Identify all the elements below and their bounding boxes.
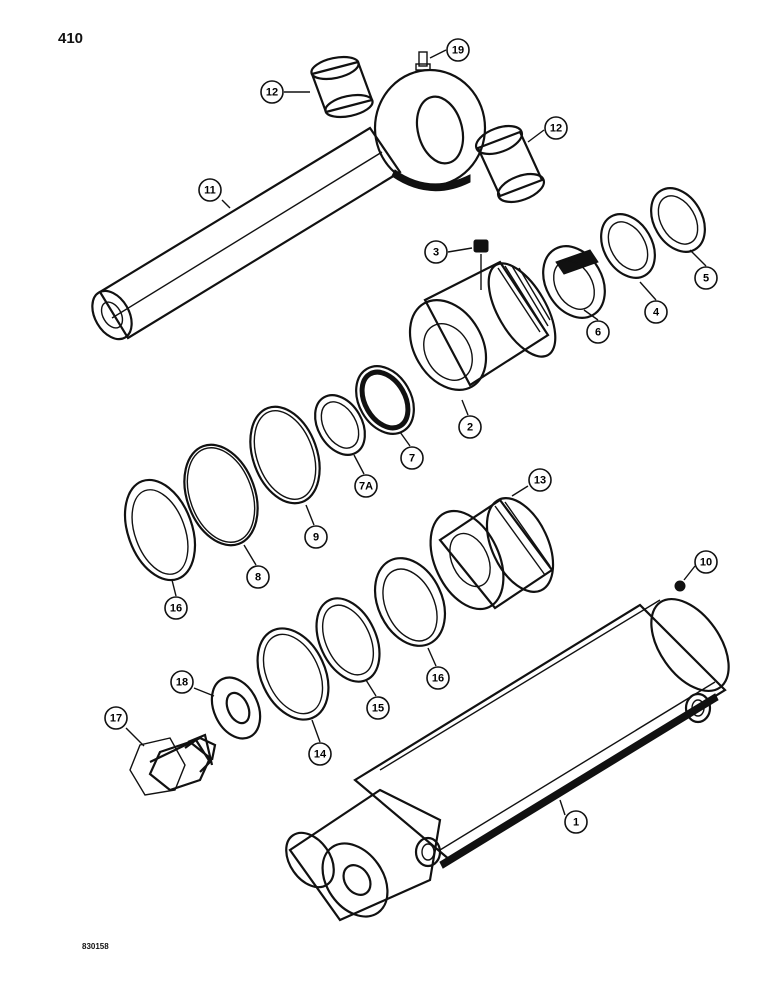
callout-circle <box>304 525 328 549</box>
callout-circle <box>544 116 568 140</box>
callout-circle <box>198 178 222 202</box>
callout-circle <box>586 320 610 344</box>
callout-label: 14 <box>314 749 327 761</box>
callout-label: 17 <box>110 713 122 725</box>
callout-8: 8 <box>246 565 270 589</box>
seal-icon <box>355 365 415 435</box>
callout-18: 18 <box>170 670 194 694</box>
callout-12: 12 <box>544 116 568 140</box>
callout-label: 4 <box>653 307 660 319</box>
callout-circle <box>644 300 668 324</box>
callout-circle <box>426 666 450 690</box>
callout-label: 10 <box>700 557 712 569</box>
ring-icon <box>123 478 197 582</box>
callout-1: 1 <box>564 810 588 834</box>
o-ring-icon <box>249 405 321 505</box>
callout-13: 13 <box>528 468 552 492</box>
bushing-icon <box>474 124 546 204</box>
callout-label: 11 <box>204 185 216 197</box>
callout-label: 3 <box>433 247 439 259</box>
callout-11: 11 <box>198 178 222 202</box>
bushing-icon <box>310 55 374 119</box>
o-ring-icon <box>183 443 259 547</box>
callout-label: 12 <box>550 123 562 135</box>
callout-circle <box>424 240 448 264</box>
callout-circle <box>354 474 378 498</box>
callout-7: 7 <box>400 446 424 470</box>
callout-5: 5 <box>694 266 718 290</box>
bolt-icon <box>129 733 217 796</box>
grease-fitting-icon <box>415 51 431 71</box>
callout-label: 13 <box>534 475 546 487</box>
ring-icon <box>315 597 381 683</box>
callout-label: 15 <box>372 703 384 715</box>
callout-7A: 7A <box>354 474 378 498</box>
callout-circle <box>528 468 552 492</box>
ring-icon <box>373 557 447 647</box>
callout-label: 16 <box>170 603 182 615</box>
callout-label: 16 <box>432 673 444 685</box>
callout-label: 7A <box>359 481 373 493</box>
callout-circle <box>446 38 470 62</box>
drawing-id: 830158 <box>82 942 109 951</box>
callout-17: 17 <box>104 706 128 730</box>
cylinder-barrel-icon <box>285 597 730 922</box>
callout-label: 9 <box>313 532 319 544</box>
callout-label: 19 <box>452 45 464 57</box>
piston-icon <box>429 497 555 611</box>
ring-icon <box>314 394 366 456</box>
callout-16: 16 <box>426 666 450 690</box>
callout-circle <box>308 742 332 766</box>
ring-icon <box>600 213 656 279</box>
callout-label: 2 <box>467 422 473 434</box>
callout-circle <box>170 670 194 694</box>
callout-circle <box>366 696 390 720</box>
ring-icon <box>256 627 330 721</box>
callout-circle <box>164 596 188 620</box>
page-number: 410 <box>58 30 84 47</box>
washer-icon <box>210 676 262 740</box>
callout-circle <box>458 415 482 439</box>
plug-icon <box>473 239 489 290</box>
callouts: 19 12 12 11 3 5 4 6 2 7 7A 9 8 16 13 16 15 14 18 17 10 1 <box>104 38 718 834</box>
callout-15: 15 <box>366 696 390 720</box>
ring-icon <box>542 245 606 319</box>
callout-16: 16 <box>164 596 188 620</box>
cylinder-rod-icon <box>91 68 487 341</box>
callout-label: 8 <box>255 572 261 584</box>
callout-10: 10 <box>694 550 718 574</box>
callout-3: 3 <box>424 240 448 264</box>
callout-4: 4 <box>644 300 668 324</box>
callout-label: 12 <box>266 87 278 99</box>
callout-label: 1 <box>573 817 579 829</box>
callout-19: 19 <box>446 38 470 62</box>
gland-icon <box>408 260 557 392</box>
ring-icon <box>650 187 706 253</box>
callout-circle <box>564 810 588 834</box>
callout-circle <box>260 80 284 104</box>
callout-circle <box>694 550 718 574</box>
callout-circle <box>694 266 718 290</box>
callout-label: 7 <box>409 453 415 465</box>
callout-label: 6 <box>595 327 601 339</box>
callout-circle <box>400 446 424 470</box>
leader-lines <box>125 49 707 816</box>
callout-circle <box>246 565 270 589</box>
callout-9: 9 <box>304 525 328 549</box>
callout-14: 14 <box>308 742 332 766</box>
callout-label: 5 <box>703 273 709 285</box>
callout-2: 2 <box>458 415 482 439</box>
callout-label: 18 <box>176 677 188 689</box>
grease-fitting-icon <box>674 580 686 592</box>
callout-12: 12 <box>260 80 284 104</box>
callout-6: 6 <box>586 320 610 344</box>
callout-circle <box>104 706 128 730</box>
